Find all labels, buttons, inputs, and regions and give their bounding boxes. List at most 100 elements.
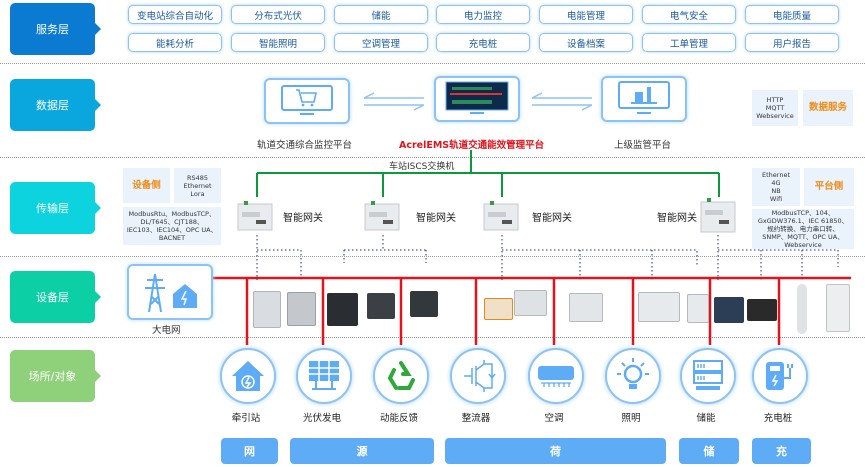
layer-divider — [0, 157, 865, 158]
layer-label-site: 场所/对象 — [10, 350, 101, 402]
smart-gateway-label: 智能网关 — [532, 213, 572, 224]
object-label: 空调 — [544, 413, 564, 424]
service-button[interactable]: 变电站综合自动化 — [128, 5, 222, 24]
lightbulb-icon — [617, 358, 649, 389]
ac-controller-device[interactable] — [687, 294, 709, 323]
gateway-device-icon — [364, 201, 400, 231]
service-button[interactable]: 智能照明 — [231, 33, 325, 52]
gateway-device-icon — [700, 198, 736, 233]
object-label: 动能反馈 — [379, 413, 418, 424]
layer-divider — [0, 337, 865, 338]
acrel-ems-platform-label: AcrelEMS轨道交通能效管理平台 — [399, 140, 545, 151]
category-storage: 储 — [679, 438, 739, 464]
layer-label-text: 场所/对象 — [28, 370, 77, 383]
service-button[interactable]: 用户报告 — [745, 33, 839, 52]
traction-station-object[interactable] — [220, 348, 276, 404]
bidirectional-arrow-icon — [363, 92, 425, 111]
lighting-object[interactable] — [605, 348, 661, 404]
layer-divider — [0, 256, 865, 257]
service-button[interactable]: 工单管理 — [642, 33, 736, 52]
air-conditioner-object[interactable] — [528, 348, 584, 404]
arc-protection-device[interactable] — [327, 293, 358, 326]
category-grid: 网 — [221, 438, 278, 464]
layer-divider — [0, 63, 865, 64]
smart-gateway[interactable] — [363, 200, 403, 234]
transmission-tower-house-icon — [145, 273, 197, 313]
service-button[interactable]: 电力监控 — [436, 5, 530, 24]
service-button[interactable]: 储能 — [334, 5, 428, 24]
service-button[interactable]: 电能质量 — [745, 5, 839, 24]
device-side-protocols: ModbusRtu、ModbusTCP、DL/T645、CJT188、IEC10… — [123, 207, 221, 245]
gateway-device-icon — [237, 201, 273, 231]
service-button[interactable]: 空调管理 — [334, 33, 428, 52]
layer-label-data: 数据层 — [10, 79, 101, 131]
object-label: 储能 — [696, 413, 716, 424]
platform-side-title: 平台侧 — [804, 168, 854, 206]
energy-meter-device[interactable] — [484, 298, 513, 320]
wireless-meter-device[interactable] — [569, 293, 603, 322]
superior-supervision-platform-label: 上级监管平台 — [614, 140, 672, 151]
protection-relay-device[interactable] — [287, 292, 316, 326]
service-button[interactable]: 电能管理 — [539, 5, 633, 24]
category-source: 源 — [290, 438, 434, 464]
service-button[interactable]: 充电桩 — [436, 33, 530, 52]
smart-gateway[interactable] — [699, 196, 739, 233]
bus-and-comm-lines — [213, 235, 851, 345]
data-protocols-box: HTTP MQTT Webservice — [752, 90, 798, 126]
smart-gateway-label: 智能网关 — [416, 213, 456, 224]
data-service-label: 数据服务 — [803, 90, 853, 126]
object-label: 光伏发电 — [302, 413, 341, 424]
category-load: 荷 — [445, 438, 666, 464]
device-side-title: 设备侧 — [123, 168, 170, 203]
lighting-controller-device[interactable] — [638, 292, 680, 322]
service-button[interactable]: 分布式光伏 — [231, 5, 325, 24]
acrel-ems-platform[interactable] — [434, 76, 520, 122]
object-label: 照明 — [621, 413, 641, 424]
green-network-links — [256, 150, 720, 197]
layer-label-text: 传输层 — [36, 202, 69, 215]
platform-side-protocols: ModbusTCP、104、GxGDW376.1、IEC 61850、规约转换、… — [752, 209, 854, 249]
layer-label-device: 设备层 — [10, 271, 101, 323]
multifunction-meter-device[interactable] — [410, 291, 438, 317]
power-meter-device[interactable] — [367, 293, 395, 319]
din-rail-meter-device[interactable] — [514, 290, 547, 316]
recycle-icon — [387, 361, 415, 390]
superior-supervision-platform[interactable] — [601, 76, 687, 122]
rectifier-object[interactable] — [450, 348, 506, 404]
service-button[interactable]: 电气安全 — [642, 5, 736, 24]
charging-pile-object[interactable] — [752, 348, 808, 404]
power-grid-label: 大电网 — [152, 325, 181, 336]
station-switch-label: 车站ISCS交换机 — [389, 162, 455, 172]
device-side-physical: RS485 Ethernet Lora — [174, 168, 221, 203]
charging-gun-device[interactable] — [797, 284, 807, 334]
object-label: 充电桩 — [763, 413, 793, 424]
layer-label-transport: 传输层 — [10, 182, 101, 234]
kinetic-feedback-object[interactable] — [373, 348, 429, 404]
protection-relay-device[interactable] — [253, 291, 281, 328]
service-button[interactable]: 能耗分析 — [128, 33, 222, 52]
smart-gateway[interactable] — [482, 200, 522, 234]
igbt-icon — [464, 360, 496, 392]
power-grid-box[interactable] — [127, 264, 213, 320]
photovoltaic-object[interactable] — [296, 348, 352, 404]
layer-label-text: 设备层 — [36, 291, 69, 304]
bidirectional-arrow-icon — [531, 92, 593, 111]
service-button[interactable]: 设备档案 — [539, 33, 633, 52]
charging-pile-device[interactable] — [826, 284, 850, 332]
storage-meter-device[interactable] — [714, 297, 744, 323]
object-label: 牵引站 — [231, 413, 261, 424]
solar-panel-icon — [309, 361, 339, 390]
smart-gateway-label: 智能网关 — [283, 213, 323, 224]
smart-gateway[interactable] — [236, 200, 276, 234]
storage-controller-device[interactable] — [747, 299, 777, 321]
gateway-device-icon — [483, 201, 519, 231]
battery-rack-icon — [693, 360, 723, 390]
object-label: 整流器 — [461, 413, 491, 424]
smart-gateway-label: 智能网关 — [657, 213, 697, 224]
integrated-monitoring-platform[interactable] — [264, 78, 350, 124]
layer-label-text: 数据层 — [36, 99, 69, 112]
platform-side-physical: Ethernet 4G NB Wifi — [752, 168, 800, 206]
energy-storage-object[interactable] — [680, 348, 736, 404]
house-bolt-icon — [232, 361, 264, 391]
air-conditioner-icon — [538, 366, 574, 387]
